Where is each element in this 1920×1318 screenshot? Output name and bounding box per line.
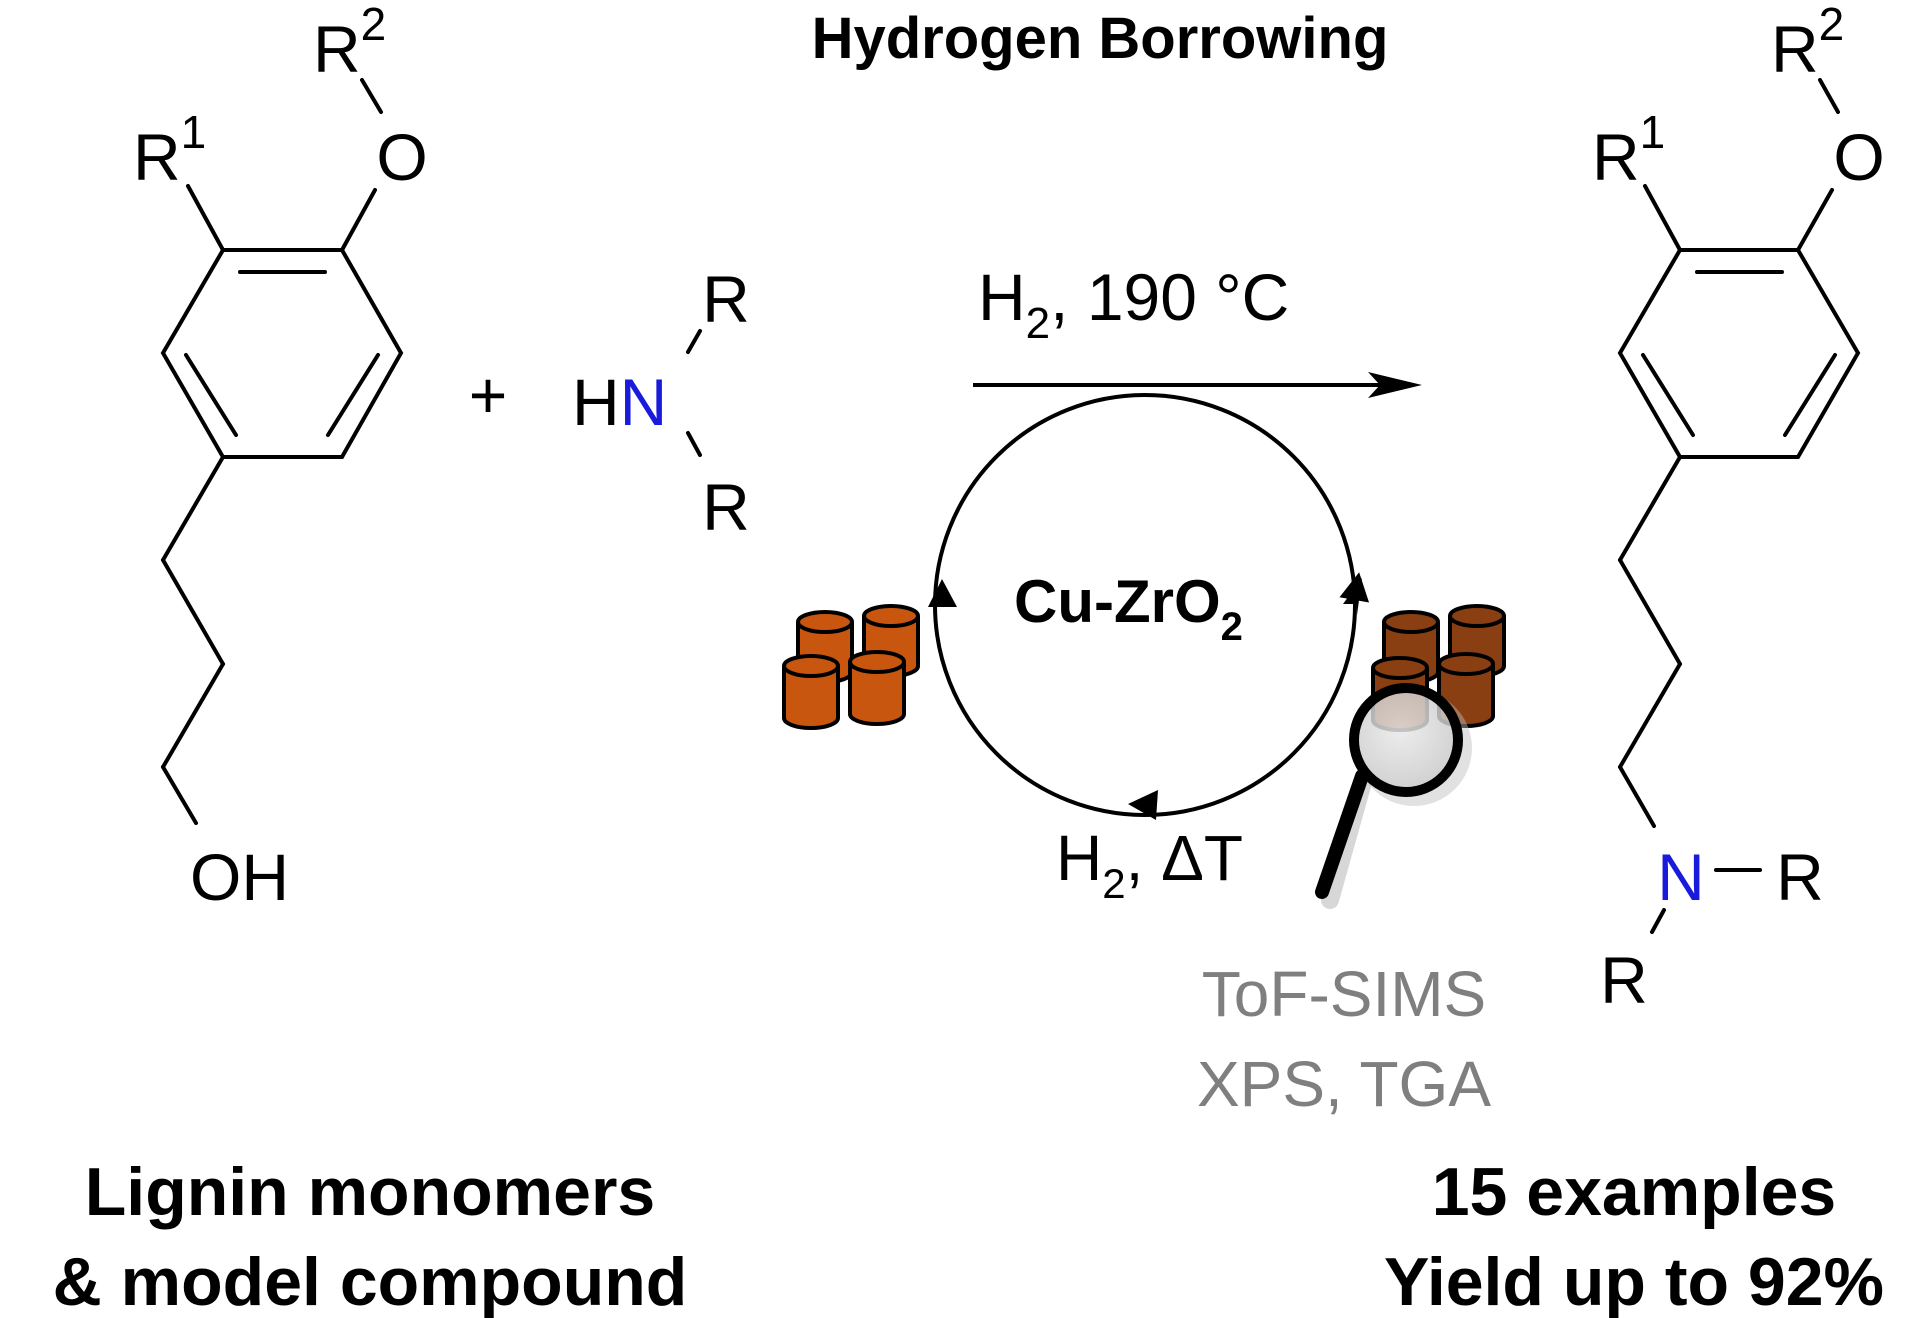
conditions-h: H (978, 260, 1026, 334)
catalyst-pellets-fresh-icon (782, 604, 920, 730)
product-nitrogen: N (1657, 840, 1705, 914)
amine-hydrogen: H (572, 365, 620, 439)
svg-text:R2: R2 (313, 0, 386, 86)
scheme-title: Hydrogen Borrowing (812, 6, 1389, 71)
amine-r-bottom: R (702, 470, 750, 544)
amine-nitrogen: N (620, 365, 668, 439)
left-caption-line-2: & model compound (53, 1244, 688, 1318)
reactant-r2: R (313, 12, 361, 86)
svg-text:H2, ΔT: H2, ΔT (1056, 822, 1243, 907)
catalyst-sub: 2 (1221, 605, 1243, 649)
catalytic-cycle (928, 393, 1370, 820)
technique-line-1: ToF-SIMS (1202, 958, 1486, 1030)
svg-text:R2: R2 (1771, 0, 1844, 86)
cycle-rest: , ΔT (1126, 822, 1243, 894)
reactant-r2-sup: 2 (361, 0, 387, 50)
left-caption-line-1: Lignin monomers (85, 1154, 655, 1230)
reactant-r1: R (133, 120, 181, 194)
cycle-arrowhead-right-main (1339, 572, 1370, 603)
product-oxygen: O (1833, 120, 1884, 194)
conditions-sub: 2 (1026, 299, 1050, 348)
svg-text:Cu-ZrO2: Cu-ZrO2 (1014, 568, 1243, 649)
svg-text:R1: R1 (133, 106, 206, 194)
technique-line-2: XPS, TGA (1197, 1048, 1491, 1120)
product-structure (1617, 78, 1861, 934)
conditions-rest: , 190 °C (1050, 260, 1289, 334)
svg-text:H2, 190 °C: H2, 190 °C (978, 260, 1289, 348)
reactant-r1-sup: 1 (181, 106, 207, 158)
catalyst-label: Cu-ZrO (1014, 568, 1221, 635)
product-r1: R (1592, 120, 1640, 194)
cycle-arrowhead-left (928, 579, 957, 607)
product-r1-sup: 1 (1640, 106, 1666, 158)
reactant-oxygen: O (376, 120, 427, 194)
right-caption-line-2: Yield up to 92% (1384, 1244, 1884, 1318)
amine-bonds (686, 329, 702, 457)
cycle-sub: 2 (1102, 860, 1125, 907)
plus-sign: + (469, 358, 508, 432)
reactant-hydroxyl: OH (190, 840, 289, 914)
amine-r-top: R (702, 262, 750, 336)
cycle-arrowhead-bottom (1128, 790, 1158, 820)
reactant-structure (160, 78, 404, 825)
reaction-arrow (973, 372, 1422, 398)
svg-text:R1: R1 (1592, 106, 1665, 194)
magnifying-glass-icon (1315, 683, 1472, 909)
product-r2: R (1771, 12, 1819, 86)
cycle-h: H (1056, 822, 1102, 894)
right-caption-line-1: 15 examples (1432, 1154, 1837, 1230)
product-r-bottom: R (1600, 943, 1648, 1017)
product-r-right: R (1776, 840, 1824, 914)
svg-text:HN: HN (572, 365, 667, 439)
product-r2-sup: 2 (1819, 0, 1845, 50)
product-ring (1617, 248, 1861, 459)
reactant-ring (160, 248, 404, 459)
